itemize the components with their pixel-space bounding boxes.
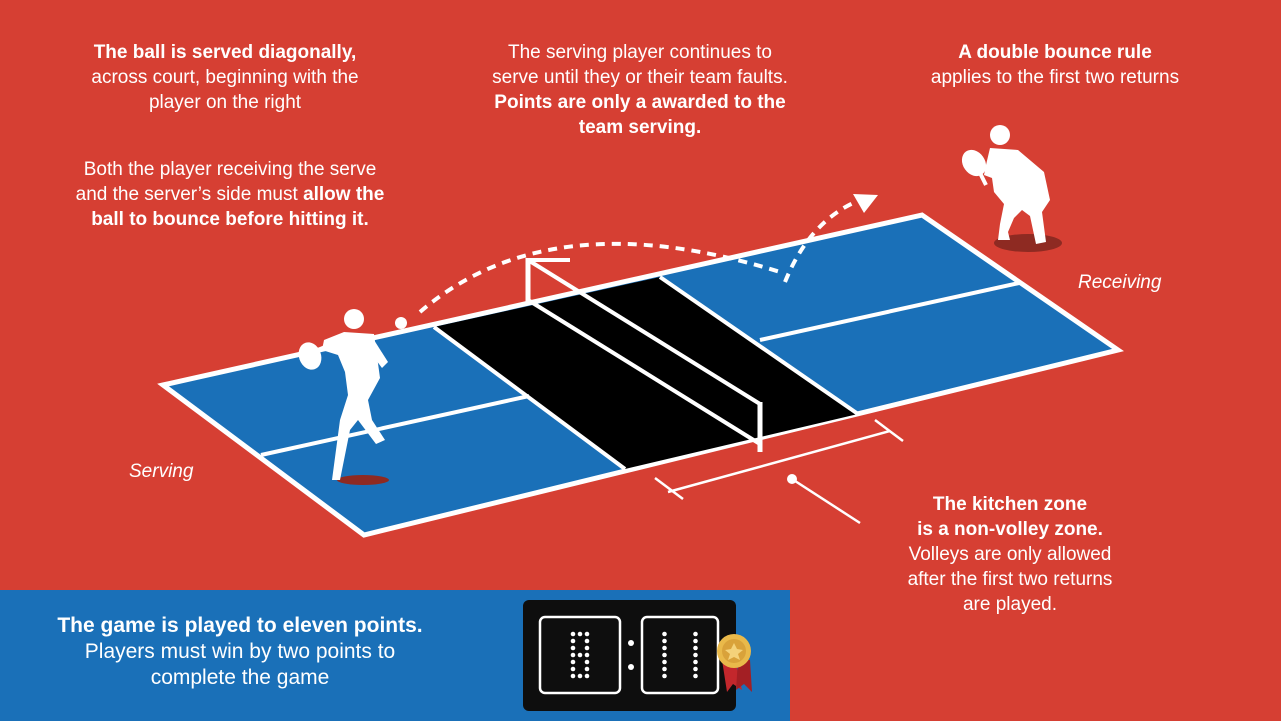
- bounce-rule-text: Both the player receiving the serve and …: [20, 157, 440, 232]
- net: [525, 258, 763, 452]
- score-digit: [662, 631, 667, 679]
- score-dot: [662, 652, 667, 658]
- score-dot: [693, 659, 698, 665]
- score-dot: [662, 638, 667, 644]
- continue-line3: Points are only a awarded to the: [494, 92, 786, 113]
- game-rule-title: The game is played to eleven points.: [57, 614, 423, 637]
- center-line-serving: [260, 394, 530, 457]
- kitchen-line4: after the first two returns: [907, 569, 1113, 590]
- score-dot: [662, 673, 667, 679]
- score-dot: [693, 645, 698, 651]
- score-digits-left: [570, 631, 590, 679]
- kitchen-line3: Volleys are only allowed: [908, 544, 1112, 565]
- double-bounce-title: A double bounce rule: [958, 42, 1152, 63]
- score-dot: [584, 666, 590, 672]
- game-rule-text: The game is played to eleven points. Pla…: [10, 613, 470, 691]
- kitchen-title2: is a non-volley zone.: [917, 519, 1103, 540]
- game-rule-line3: complete the game: [150, 666, 330, 689]
- score-dot: [570, 666, 576, 672]
- score-dot: [662, 645, 667, 651]
- score-dot: [570, 645, 576, 651]
- score-dot: [693, 652, 698, 658]
- double-bounce-line2: applies to the first two returns: [930, 67, 1180, 88]
- game-rule-line2: Players must win by two points to: [84, 640, 396, 663]
- serving-label: Serving: [129, 461, 194, 482]
- serve-rule-line3: player on the right: [148, 92, 302, 113]
- score-dot: [584, 645, 590, 651]
- ball-icon: [395, 317, 407, 329]
- double-bounce-text: A double bounce rule applies to the firs…: [875, 40, 1235, 90]
- serve-rule-title: The ball is served diagonally,: [93, 42, 357, 63]
- kitchen-dimension: [654, 419, 904, 525]
- continue-line1: The serving player continues to: [507, 42, 773, 63]
- continue-line2: serve until they or their team faults.: [492, 67, 788, 88]
- kitchen-line-right: [658, 275, 860, 416]
- kitchen-line5: are played.: [962, 594, 1057, 615]
- score-dot: [584, 673, 590, 679]
- score-digit: [693, 631, 698, 679]
- score-dot: [570, 631, 576, 637]
- kitchen-zone-text: The kitchen zone is a non-volley zone. V…: [860, 492, 1160, 617]
- serve-rule-text: The ball is served diagonally, across co…: [40, 40, 410, 115]
- score-dot: [584, 631, 590, 637]
- score-dot: [693, 631, 698, 637]
- score-dot: [577, 652, 583, 658]
- bounce-rule-line1: Both the player receiving the serve: [83, 159, 377, 180]
- score-dot: [693, 638, 698, 644]
- score-digits-right: [662, 631, 698, 679]
- bounce-rule-line3: ball to bounce before hitting it.: [91, 209, 369, 230]
- server-player-icon: [298, 309, 389, 485]
- score-dot: [570, 673, 576, 679]
- bounce-rule-line2a: and the server’s side must: [75, 184, 298, 205]
- trajectory-arrowhead: [853, 194, 878, 213]
- score-dot: [662, 631, 667, 637]
- scoreboard: [523, 600, 752, 711]
- score-dot: [570, 638, 576, 644]
- score-dot: [693, 666, 698, 672]
- score-dot: [584, 652, 590, 658]
- medal-icon: [717, 634, 752, 692]
- bounce-rule-line2b: allow the: [303, 184, 385, 205]
- receiving-label: Receiving: [1078, 272, 1162, 293]
- court: [157, 212, 1125, 538]
- score-box-left: [538, 615, 622, 695]
- continue-line4: team serving.: [578, 117, 702, 138]
- ball-trajectory: [395, 194, 878, 329]
- score-digit: [570, 631, 590, 679]
- score-dot: [570, 652, 576, 658]
- center-line-receiving: [759, 281, 1020, 342]
- kitchen-title1: The kitchen zone: [932, 494, 1088, 515]
- score-dot: [570, 659, 576, 665]
- score-dot: [584, 638, 590, 644]
- continue-serve-text: The serving player continues to serve un…: [430, 40, 850, 140]
- kitchen-line-left: [432, 325, 627, 471]
- score-dot: [577, 673, 583, 679]
- score-dot: [584, 659, 590, 665]
- score-dot: [693, 673, 698, 679]
- serve-rule-line2: across court, beginning with the: [91, 67, 359, 88]
- score-dot: [662, 659, 667, 665]
- receiver-player-icon: [961, 125, 1062, 252]
- score-dot: [662, 666, 667, 672]
- score-dot: [577, 631, 583, 637]
